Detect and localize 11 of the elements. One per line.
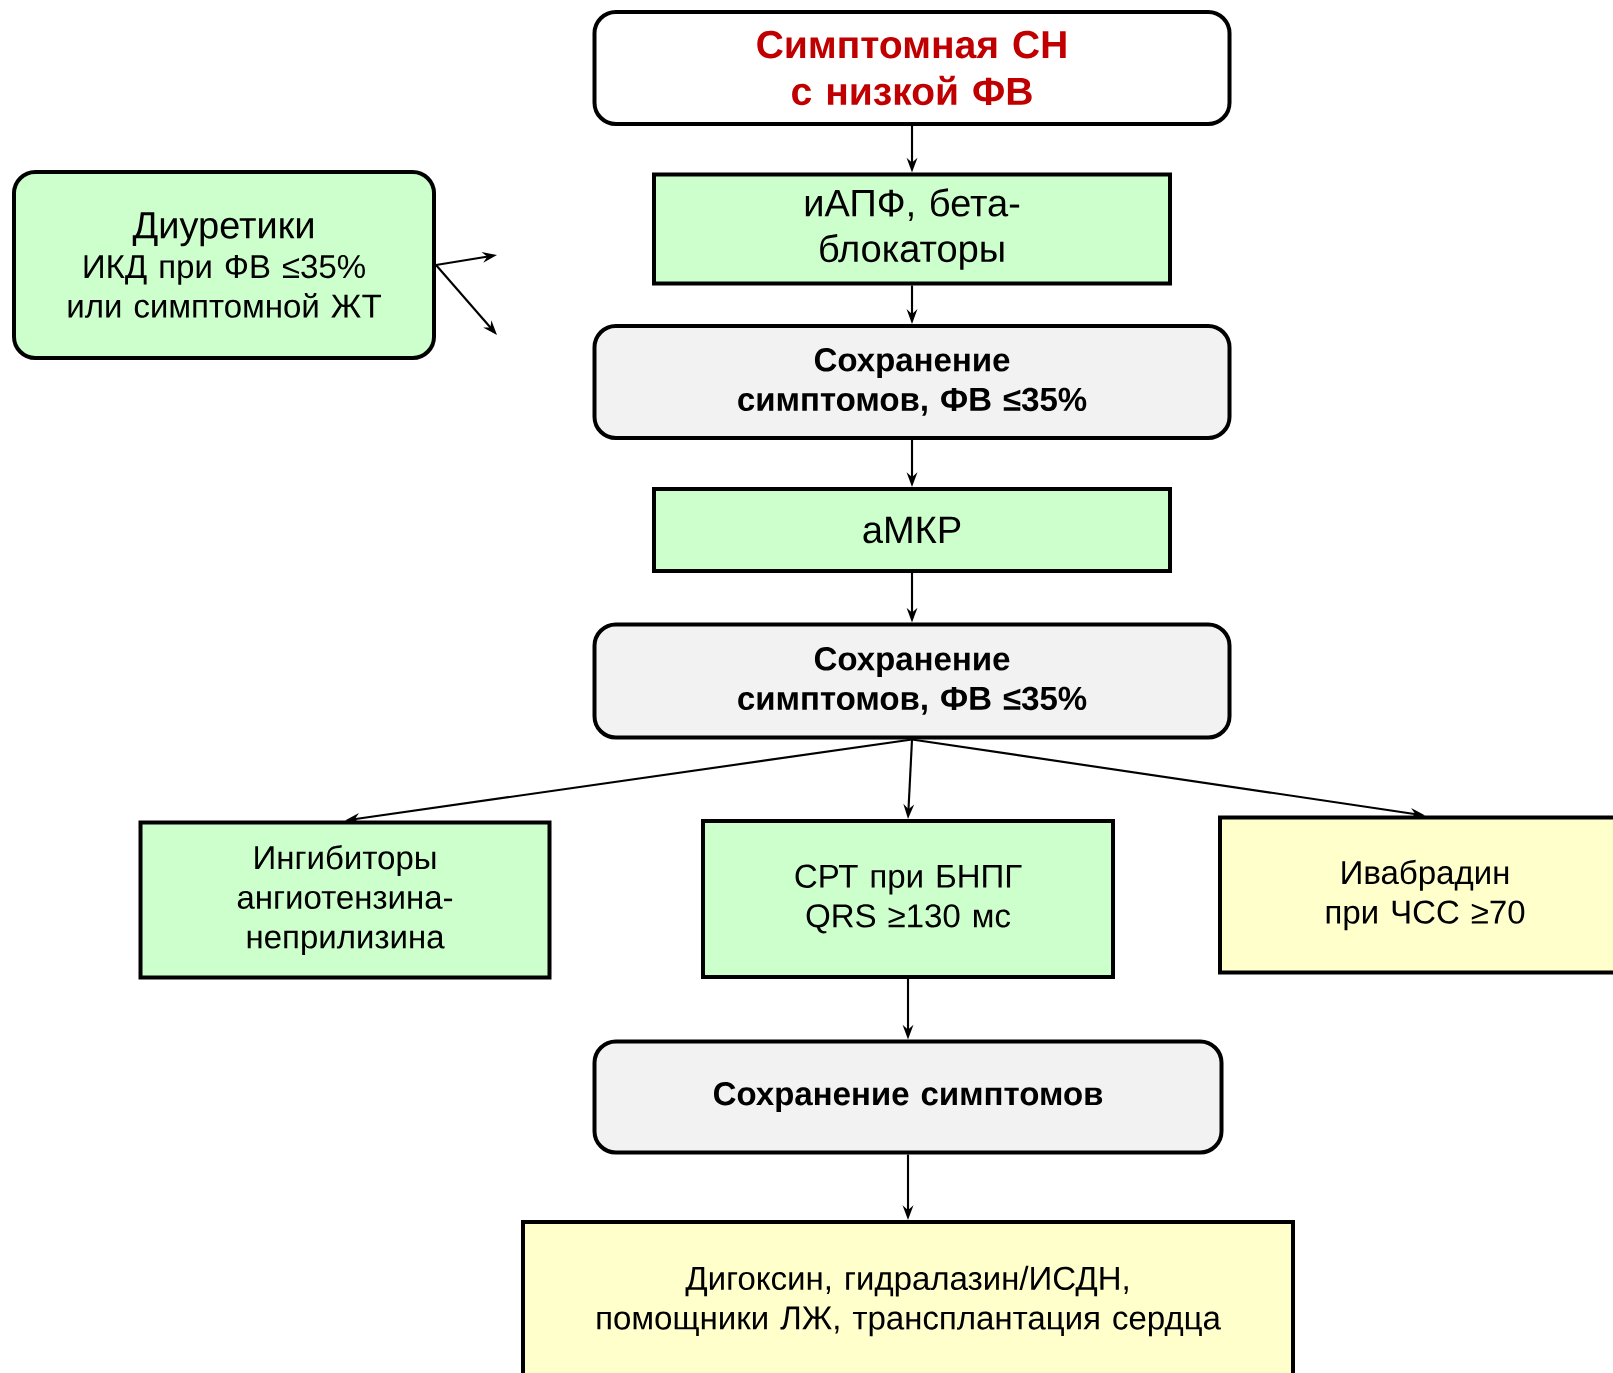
treatment-box: СРТ при БНПГ QRS ≥130 мс [701,819,1115,979]
start-box: Симптомная СН с низкой ФВ [592,10,1232,126]
treatment-box: иАПФ, бета-блокаторы [652,172,1172,286]
treatment-box: Ингибиторы ангиотензина-неприлизина [138,820,552,980]
treatment-box: Ивабрадин при ЧСС ≥70 [1218,815,1613,975]
treatment-box: Диуретики ИКД при ФВ ≤35% или симптомной ЖТ [12,170,436,360]
treatment-box: Дигоксин, гидралазин/ИСДН, помощники ЛЖ, трансплантация сердца [521,1220,1295,1373]
treatment-box: аМКР [652,487,1172,573]
condition-box: Сохранение симптомов [592,1039,1224,1155]
condition-box: Сохранение симптомов, ФВ ≤35% [592,324,1232,440]
condition-box: Сохранение симптомов, ФВ ≤35% [592,622,1232,740]
